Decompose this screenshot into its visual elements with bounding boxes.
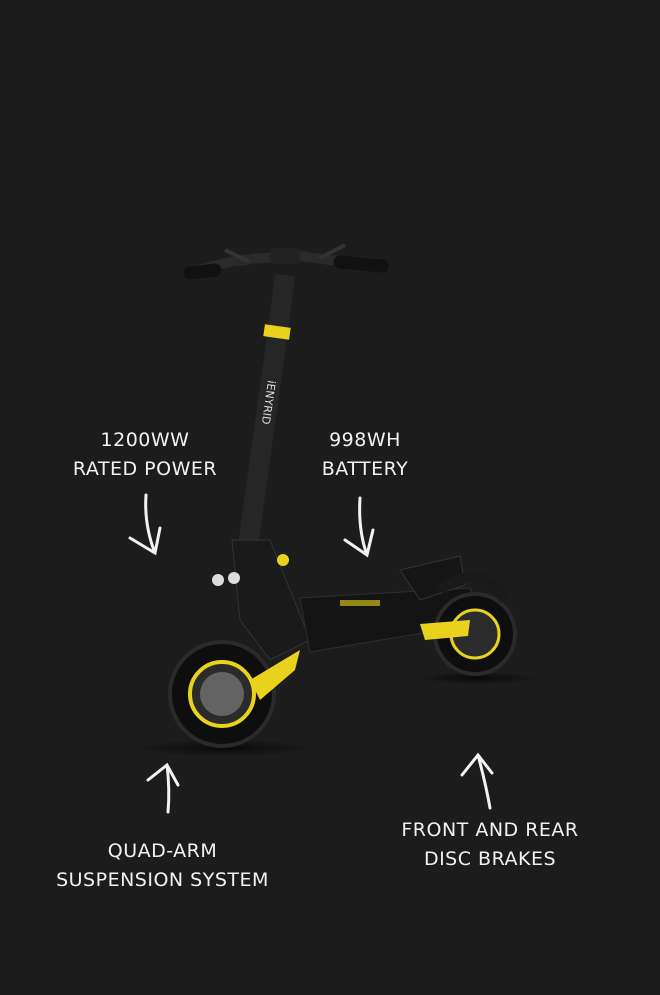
feature-value: QUAD-ARM	[107, 840, 218, 862]
feature-label: SUSPENSION SYSTEM	[56, 869, 269, 891]
feature-suspension: QUAD-ARM SUSPENSION SYSTEM	[40, 837, 285, 895]
feature-battery: 998WH BATTERY	[300, 426, 430, 484]
feature-value: 998WH	[329, 429, 401, 451]
arrow-icon	[128, 493, 494, 814]
feature-brakes: FRONT AND REAR DISC BRAKES	[385, 816, 595, 874]
feature-value: FRONT AND REAR	[401, 819, 579, 841]
feature-value: 1200WW	[100, 429, 190, 451]
feature-label: DISC BRAKES	[423, 848, 557, 870]
feature-label: BATTERY	[321, 458, 409, 480]
brand-logo: iENYRID	[259, 380, 278, 426]
feature-label: RATED POWER	[72, 458, 218, 480]
feature-rated-power: 1200WW RATED POWER	[60, 426, 230, 484]
